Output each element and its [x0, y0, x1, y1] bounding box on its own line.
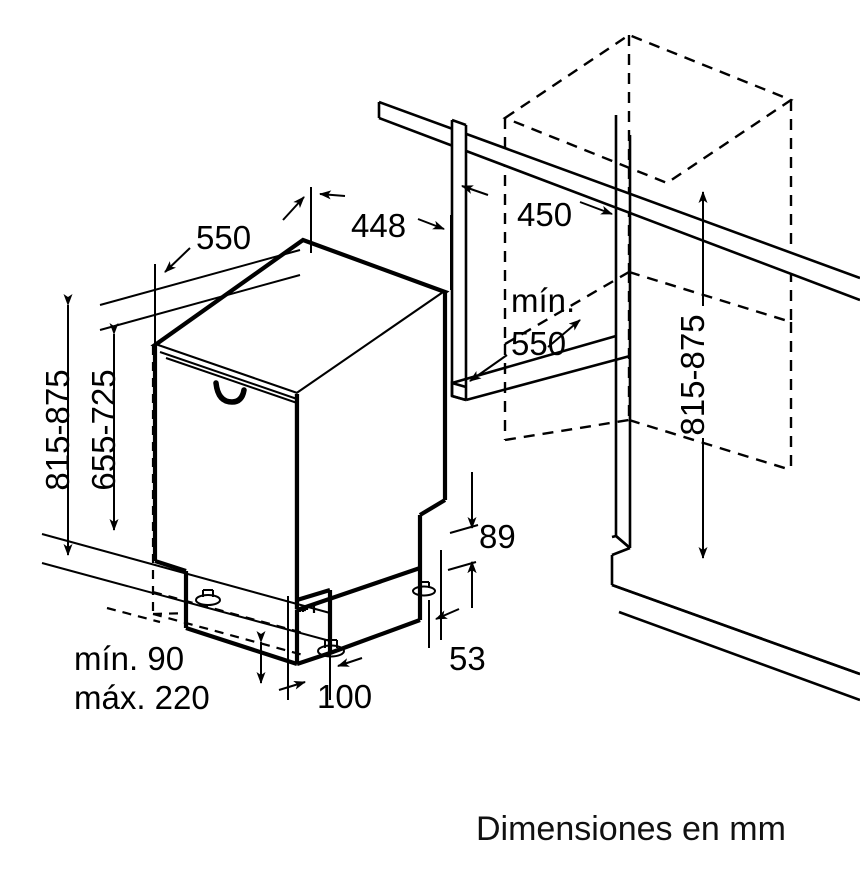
label-450-niche-width: 450 — [517, 196, 572, 233]
caption-dimensions-unit: Dimensiones en mm — [476, 810, 786, 848]
cabinet-side-panel — [450, 118, 468, 402]
appliance-side-face — [294, 292, 448, 612]
label-53: 53 — [449, 640, 486, 677]
door-handle-icon — [213, 380, 247, 405]
label-550-niche-depth: 550 — [511, 325, 566, 362]
label-655-725-body-height: 655-725 — [85, 369, 122, 490]
floor-board — [611, 583, 860, 702]
levelling-foot-front-left — [195, 589, 221, 606]
dimension-labels: 550 448 815-875 655-725 450 mín. 550 815… — [39, 196, 786, 848]
label-815-875-overall-height: 815-875 — [39, 369, 76, 490]
left-base-dashed-lines — [106, 590, 308, 658]
dim-450-niche-width — [461, 185, 613, 215]
cabinet-niche-group — [377, 33, 860, 702]
label-max-220: máx. 220 — [74, 679, 210, 716]
label-89: 89 — [479, 518, 516, 555]
appliance-group — [41, 237, 450, 666]
dim-100 — [278, 590, 363, 700]
dimension-annotations — [63, 185, 708, 700]
label-min-90: mín. 90 — [74, 640, 184, 677]
label-550-depth: 550 — [196, 219, 251, 256]
levelling-foot-rear-right — [412, 581, 436, 597]
dim-53 — [428, 550, 477, 648]
label-100-setback: 100 — [317, 678, 372, 715]
dim-min-550-niche-depth — [469, 319, 581, 382]
dim-448-width — [310, 187, 452, 290]
label-min-prefix: mín. — [511, 282, 575, 319]
label-448-width: 448 — [351, 207, 406, 244]
label-815-875-niche-height: 815-875 — [674, 314, 711, 435]
